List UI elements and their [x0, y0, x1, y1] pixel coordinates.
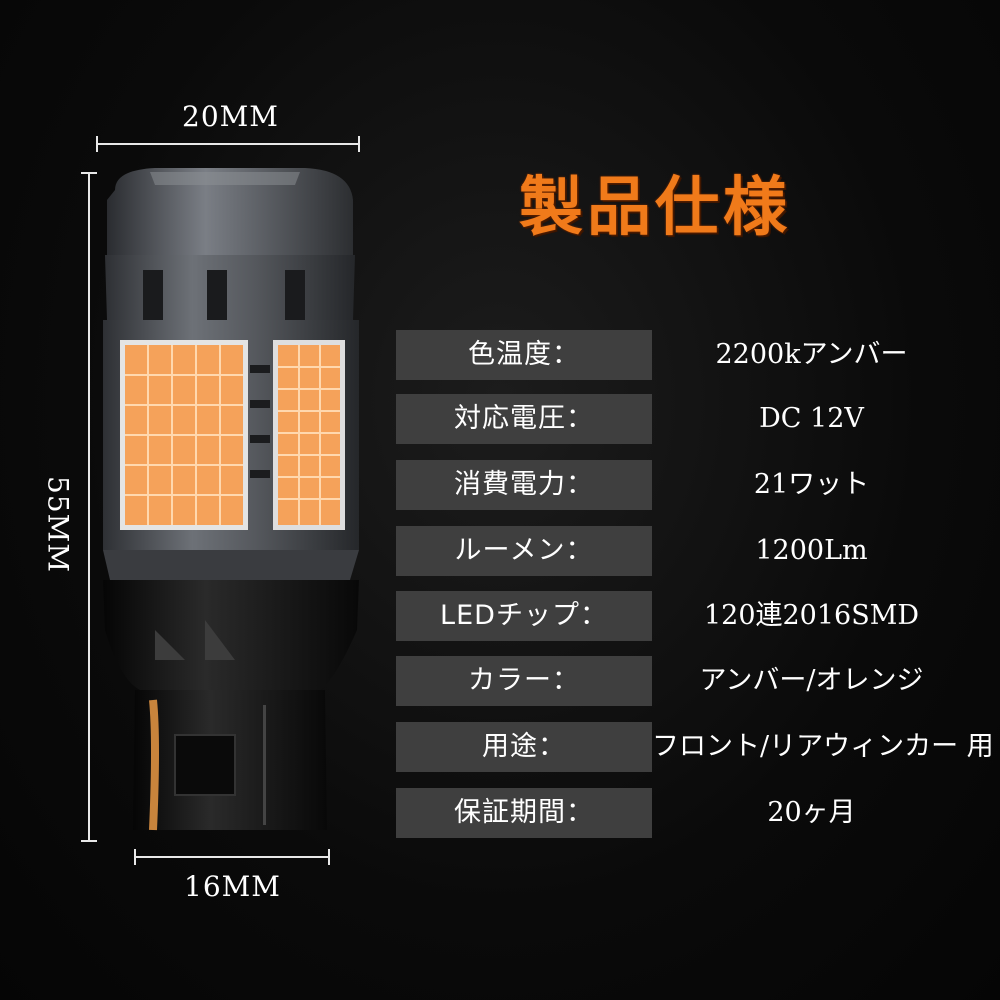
spec-title: 製品仕様 — [519, 171, 791, 245]
spec-value: 1200Lm — [755, 535, 868, 566]
spec-label: LEDチップ： — [396, 591, 652, 641]
spec-value: 120連2016SMD — [703, 600, 920, 631]
led-chip-panel-front — [120, 340, 248, 530]
led-bulb-image — [103, 168, 359, 831]
spec-value: 2200kアンバー — [715, 339, 908, 370]
spec-row: 消費電力： 21ワット — [396, 460, 971, 510]
spec-value: アンバー/オレンジ — [699, 665, 924, 696]
spec-label: カラー： — [396, 656, 652, 706]
dimension-height-label: 55MM — [41, 476, 75, 573]
spec-row: ルーメン： 1200Lm — [396, 526, 971, 576]
spec-value: DC 12V — [759, 403, 864, 434]
spec-value: 20ヶ月 — [767, 797, 856, 828]
spec-row: 用途： フロント/リアウィンカー 用 — [396, 722, 994, 772]
dimension-bottom-width-label: 16MM — [184, 870, 281, 903]
led-chip-panel-side — [273, 340, 345, 530]
spec-label: ルーメン： — [396, 526, 652, 576]
spec-row: 対応電圧： DC 12V — [396, 394, 971, 444]
spec-value: フロント/リアウィンカー 用 — [652, 731, 994, 762]
dimension-top-width-label: 20MM — [182, 100, 279, 133]
spec-label: 消費電力： — [396, 460, 652, 510]
spec-label: 対応電圧： — [396, 394, 652, 444]
spec-value: 21ワット — [753, 469, 870, 500]
spec-row: LEDチップ： 120連2016SMD — [396, 591, 971, 641]
spec-row: カラー： アンバー/オレンジ — [396, 656, 971, 706]
spec-label: 色温度： — [396, 330, 652, 380]
spec-label: 用途： — [396, 722, 652, 772]
spec-row: 色温度： 2200kアンバー — [396, 330, 971, 380]
spec-row: 保証期間： 20ヶ月 — [396, 788, 971, 838]
spec-label: 保証期間： — [396, 788, 652, 838]
